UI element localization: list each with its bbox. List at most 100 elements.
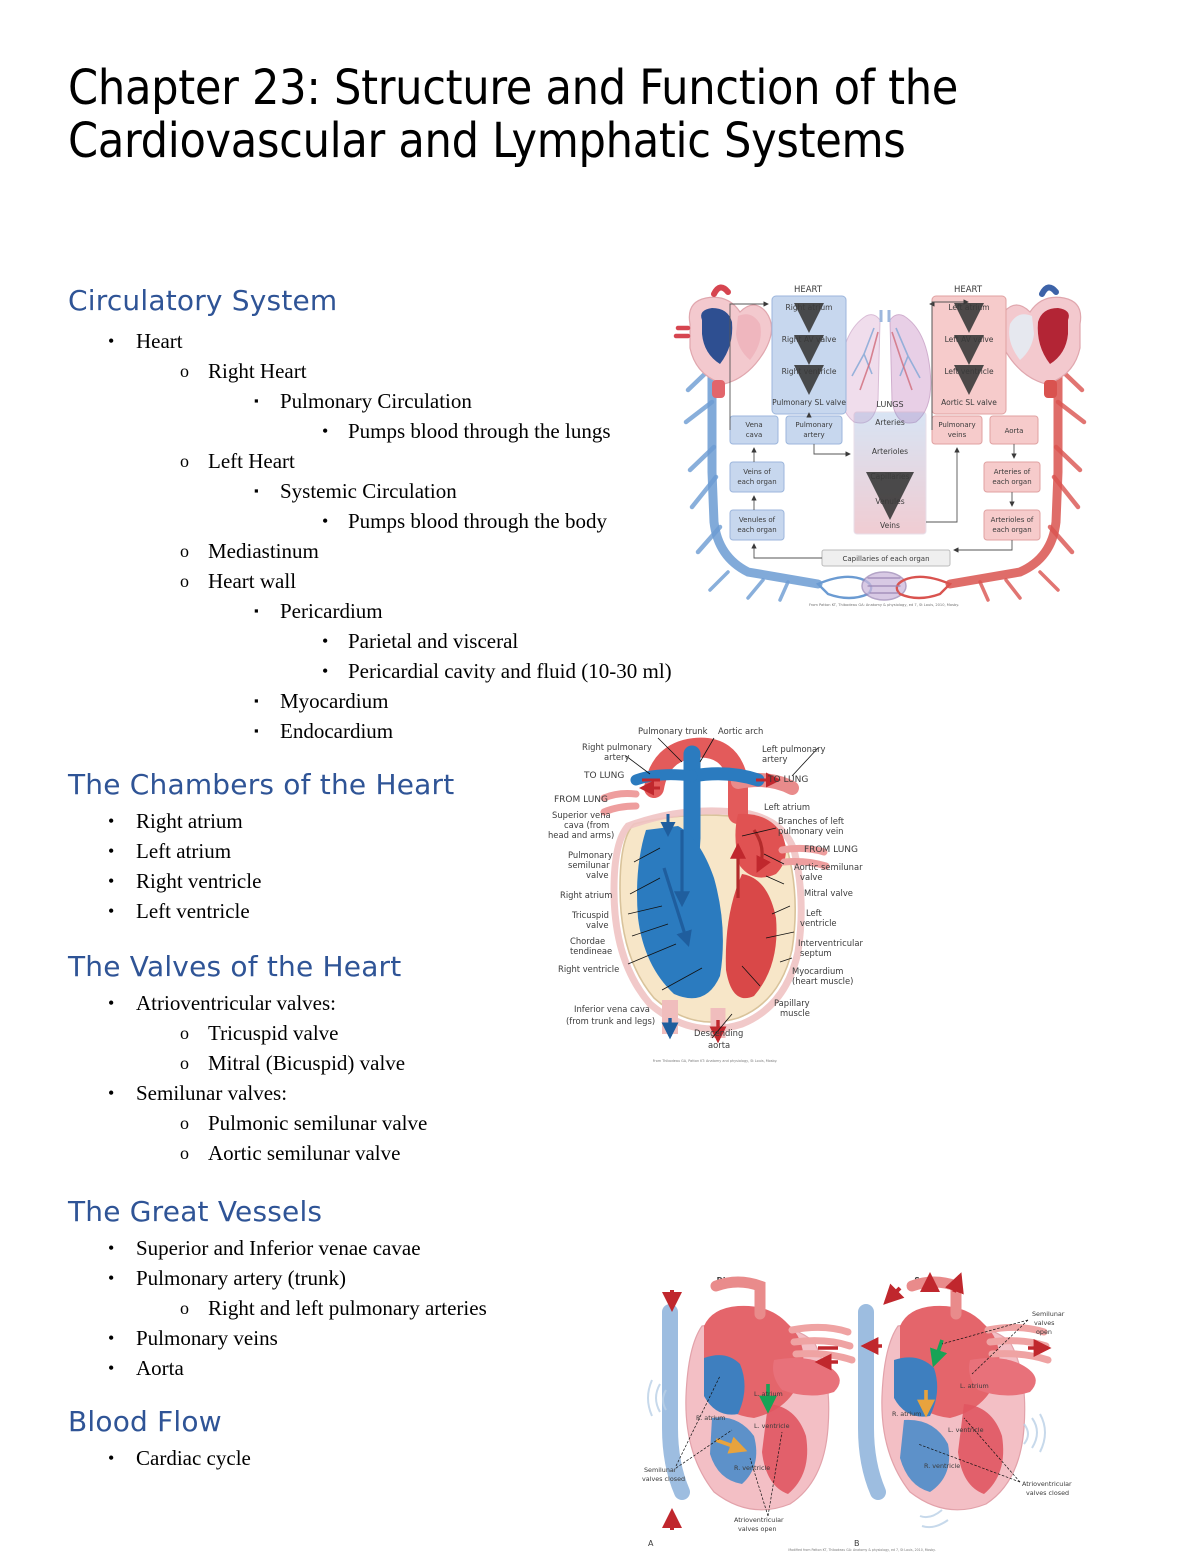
list-item: ▪Myocardium [0,686,660,716]
flowchart-veins-of-organ-line2: each organ [737,478,776,486]
label-left-ventricle-line2: ventricle [800,918,837,928]
flowchart-lung-arteries: Arteries [875,418,905,427]
list-item: •Semilunar valves: [0,1078,660,1108]
capillary-bed-illustration [815,571,953,601]
label-to-lung-left: TO LUNG [583,771,624,781]
figure-circulation-flowchart: HEART Right atrium Right AV valve Right … [668,272,1100,612]
bullet-icon: • [108,1083,115,1103]
bullet-icon: ▪ [254,723,259,738]
flowchart-pulmonary-veins-line1: Pulmonary [938,421,975,429]
list-item: •Parietal and visceral [0,626,660,656]
label-b-av-valves-closed-line1: Atrioventricular [1022,1480,1072,1488]
flowchart-left-av-valve: Left AV valve [945,335,994,344]
bullet-icon: o [180,361,189,381]
label-mitral-valve: Mitral valve [804,888,853,898]
bullet-icon: o [180,541,189,561]
flowchart-aortic-sl-valve: Aortic SL valve [941,398,997,407]
heart-cutaway-illustration [600,737,830,1044]
label-b-semilunar-valves-open-line3: open [1036,1328,1052,1336]
panel-a-key: A [648,1539,654,1548]
label-inferior-vena-cava-line1: Inferior vena cava [574,1004,650,1014]
label-descending-aorta-line1: Descending [694,1028,743,1038]
label-b-right-atrium: R. atrium [892,1410,921,1418]
heading-blood-flow: Blood Flow [68,1405,222,1438]
list-item: •Right ventricle [0,866,660,896]
list-item: ▪Endocardium [0,716,660,746]
flowchart-pulmonary-artery-line1: Pulmonary [795,421,832,429]
flowchart-pulmonary-artery-line2: artery [803,431,824,439]
bullet-icon: • [108,1448,115,1468]
bullet-icon: • [322,631,329,651]
flowchart-vena-cava-line1: Vena [745,421,762,429]
label-papillary-muscle-line2: muscle [780,1008,810,1018]
bullet-icon: • [108,841,115,861]
label-branches-of-left-pulmonary-vein-line1: Branches of left [778,816,845,826]
flowchart-capillaries-of-each-organ: Capillaries of each organ [842,555,929,563]
bullet-icon: • [322,421,329,441]
label-branches-of-left-pulmonary-vein-line2: pulmonary vein [778,826,843,836]
label-a-left-atrium: L. atrium [754,1390,783,1398]
label-inferior-vena-cava-line2: (from trunk and legs) [566,1016,655,1026]
label-superior-vena-cava-line2: cava (from [564,820,609,830]
list-item: •Heart [0,326,660,356]
flowchart-left-atrium: Left atrium [948,303,989,312]
list-item: •Left atrium [0,836,660,866]
flowchart-lung-venules: Venules [875,497,904,506]
flowchart-venules-of-organ-line1: Venules of [739,516,776,524]
flowchart-veins-of-organ-line1: Veins of [743,468,771,476]
figure-credit-heart-anatomy: From Thibodeau GA, Patton KT: Anatomy an… [653,1059,778,1063]
outline-chambers: •Right atrium •Left atrium •Right ventri… [0,806,660,926]
bullet-icon: o [180,1143,189,1163]
label-a-semilunar-valves-closed-line2: valves closed [642,1475,685,1483]
bullet-icon: o [180,1023,189,1043]
bullet-icon: • [108,1268,115,1288]
heading-circulatory-system: Circulatory System [68,284,338,317]
lungs-illustration [838,310,932,424]
label-tricuspid-valve-line2: valve [586,920,609,930]
flowchart-venules-of-organ-line2: each organ [737,526,776,534]
list-item: •Pumps blood through the lungs [0,416,660,446]
label-from-lung-right: FROM LUNG [804,845,858,855]
list-item: •Pumps blood through the body [0,506,660,536]
label-interventricular-septum-line2: septum [800,948,832,958]
flowchart-arteries-of-organ-line2: each organ [992,478,1031,486]
list-item: ▪Pericardium [0,596,660,626]
label-b-right-ventricle: R. ventricle [924,1462,960,1470]
flowchart-aorta: Aorta [1005,427,1024,435]
flowchart-right-av-valve: Right AV valve [782,335,837,344]
bullet-icon: • [322,511,329,531]
label-left-pulmonary-artery-line1: Left pulmonary [762,744,826,754]
outline-great-vessels: •Superior and Inferior venae cavae •Pulm… [0,1233,660,1383]
bullet-icon: • [322,661,329,681]
label-right-ventricle: Right ventricle [558,964,619,974]
flowchart-lungs-label: LUNGS [876,400,903,409]
label-interventricular-septum-line1: Interventricular [798,938,863,948]
heading-great-vessels: The Great Vessels [68,1195,323,1228]
label-b-left-ventricle: L. ventricle [948,1426,984,1434]
label-superior-vena-cava-line1: Superior vena [552,810,611,820]
list-item: •Pulmonary artery (trunk) [0,1263,660,1293]
label-a-right-atrium: R. atrium [696,1414,725,1422]
list-item: •Pericardial cavity and fluid (10-30 ml) [0,656,672,686]
figure-credit-circulation: From Patton KT, Thibodeau GA: Anatomy & … [809,603,959,607]
panel-b-key: B [854,1539,860,1548]
bullet-icon: • [108,1238,115,1258]
label-chordae-tendineae-line1: Chordae [570,936,605,946]
list-item: •Aorta [0,1353,660,1383]
label-papillary-muscle-line1: Papillary [774,998,810,1008]
bullet-icon: • [108,811,115,831]
heart-diastole-illustration [647,1276,856,1530]
label-from-lung-left: FROM LUNG [554,795,608,805]
label-a-av-valves-open-line1: Atrioventricular [734,1516,784,1524]
bullet-icon: ▪ [254,693,259,708]
heading-valves-of-the-heart: The Valves of the Heart [68,950,402,983]
outline-blood-flow: •Cardiac cycle [0,1443,660,1473]
label-a-semilunar-valves-closed-line1: Semilunar [644,1466,677,1474]
label-pulmonary-semilunar-valve-line2: semilunar [568,860,610,870]
